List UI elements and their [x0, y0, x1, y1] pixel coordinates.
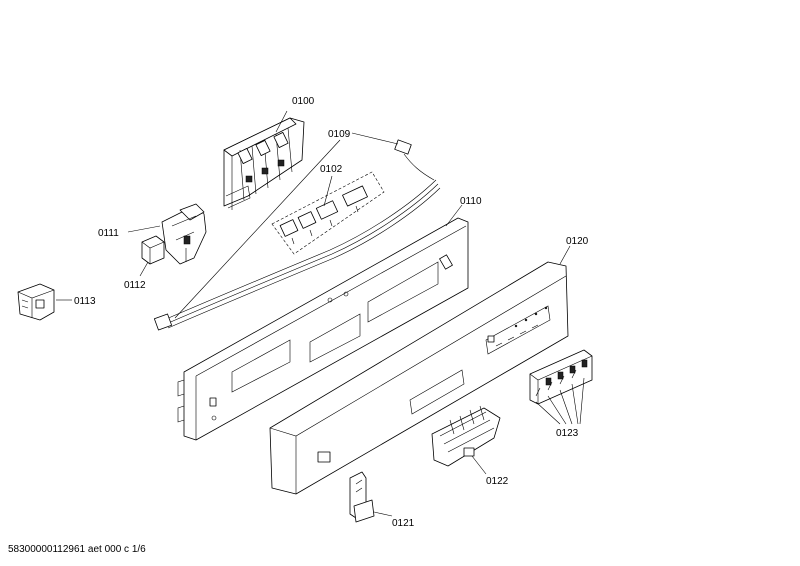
- part-0121-latch[interactable]: [349, 471, 375, 523]
- part-0113-terminal-block[interactable]: [17, 283, 55, 321]
- leader-0112: [139, 261, 149, 277]
- label-0109: 0109: [328, 129, 351, 140]
- leader-0121: [373, 511, 393, 517]
- leader-0100: [275, 110, 288, 133]
- leader-0120: [559, 245, 571, 265]
- label-0113: 0113: [74, 296, 96, 307]
- label-0110: 0110: [460, 196, 482, 207]
- label-0123: 0123: [556, 428, 579, 439]
- leader-0122: [471, 455, 487, 475]
- label-0120: 0120: [566, 236, 589, 247]
- leader-0102: [323, 175, 333, 207]
- part-0110-panel-frame[interactable]: [177, 217, 469, 441]
- label-0121: 0121: [392, 518, 415, 529]
- leader-0110: [445, 204, 463, 227]
- part-0120-front-fascia[interactable]: [269, 261, 569, 495]
- part-0111-switch[interactable]: [161, 203, 207, 265]
- label-0102: 0102: [320, 164, 343, 175]
- part-0109-wiring-harness[interactable]: [153, 139, 441, 331]
- part-0100-electronic-module[interactable]: [223, 117, 305, 210]
- part-0123-buttons-set[interactable]: [529, 349, 593, 405]
- drawing-number: 58300000112961 aet 000 c 1/6: [8, 544, 146, 555]
- label-0122: 0122: [486, 476, 509, 487]
- part-0122-handle[interactable]: [431, 405, 501, 467]
- label-0112: 0112: [124, 280, 146, 291]
- leader-0109-a: [351, 132, 399, 145]
- leader-0111: [127, 225, 161, 233]
- leader-0123: [535, 377, 585, 425]
- leader-0109-b: [174, 139, 341, 319]
- label-0100: 0100: [292, 96, 315, 107]
- part-0112-relay[interactable]: [141, 235, 165, 265]
- part-0102-connector-group[interactable]: [271, 171, 385, 255]
- label-0111: 0111: [98, 228, 119, 239]
